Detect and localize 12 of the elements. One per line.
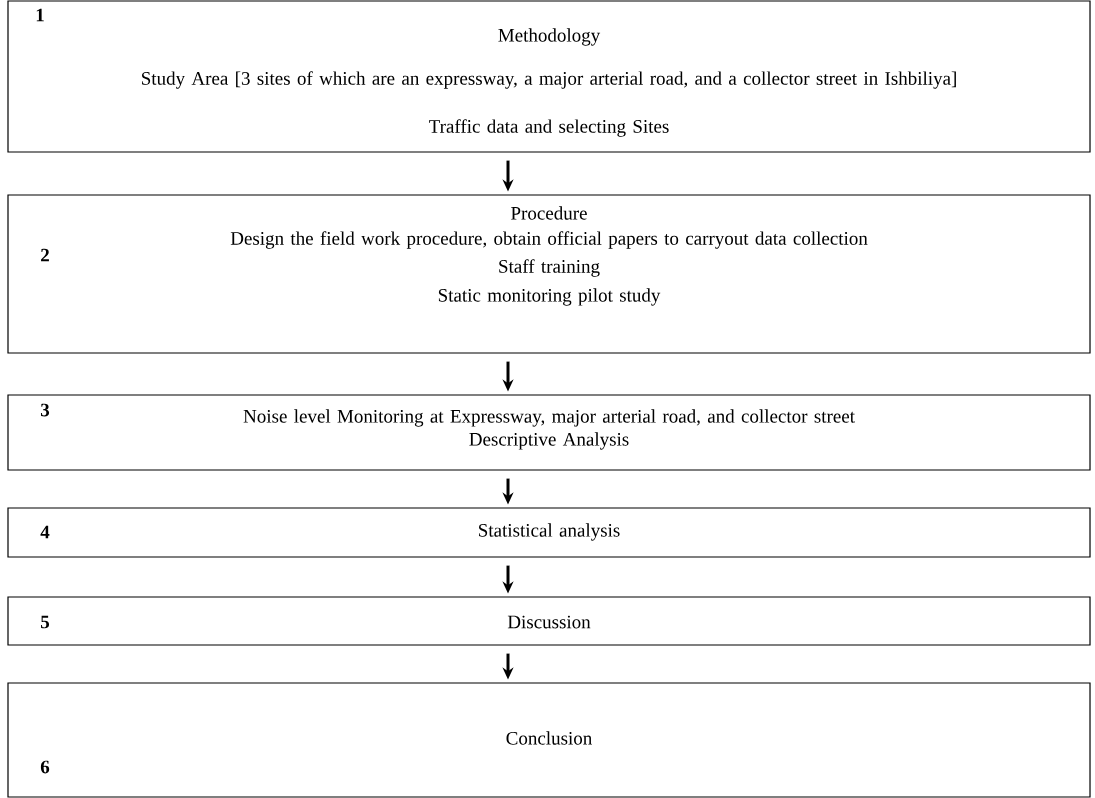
step-number: 2 [41, 248, 49, 262]
process-box: 1 Methodology Study Area [3 sites of which are an expressway, a major arterial road, and a collector street in Ishbiliya] Traffic data and selecting Sites [7, 0, 1091, 153]
process-box: 5 Discussion [7, 596, 1091, 646]
process-box: 3 Noise level Monitoring at Expressway, major arterial road, and collector street Descriptive Analysis [7, 394, 1091, 471]
step-number: 5 [41, 615, 50, 629]
process-box: 4 Statistical analysis [7, 507, 1091, 558]
step-number: 6 [40, 760, 50, 774]
process-box: 6 Conclusion [7, 682, 1091, 798]
process-box: 2 Procedure Design the field work procedure, obtain official papers to carryout data collection Staff training Static monitoring pilot study [7, 194, 1091, 354]
step-number: 1 [36, 8, 44, 22]
step-number: 4 [40, 525, 50, 539]
step-number: 3 [40, 403, 50, 417]
